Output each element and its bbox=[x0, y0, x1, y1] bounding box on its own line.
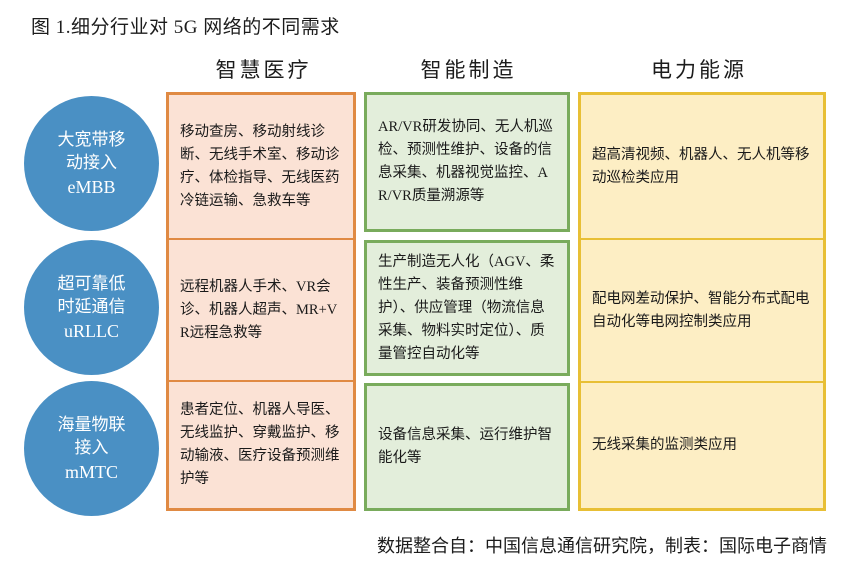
category-circle-embb-line1: 大宽带移 bbox=[57, 130, 126, 149]
cell-power-embb-text: 超高清视频、机器人、无人机等移动巡检类应用 bbox=[592, 146, 810, 186]
category-circle-mmtc-line1: 海量物联 bbox=[57, 415, 126, 434]
category-circle-mmtc: 海量物联 接入 mMTC bbox=[24, 381, 159, 516]
category-circle-embb: 大宽带移 动接入 eMBB bbox=[24, 96, 159, 231]
cell-healthcare-embb: 移动查房、移动射线诊断、无线手术室、移动诊疗、体检指导、无线医药冷链运输、急救车… bbox=[166, 92, 356, 240]
category-circle-urllc-code: uRLLC bbox=[63, 321, 119, 341]
cell-healthcare-embb-text: 移动查房、移动射线诊断、无线手术室、移动诊疗、体检指导、无线医药冷链运输、急救车… bbox=[180, 123, 340, 209]
column-header-power-energy: 电力能源 bbox=[651, 58, 747, 82]
page-title: 图 1.细分行业对 5G 网络的不同需求 bbox=[31, 17, 340, 38]
cell-power-mmtc-text: 无线采集的监测类应用 bbox=[592, 437, 737, 453]
column-header-row: 智慧医疗 智能制造 电力能源 bbox=[166, 54, 826, 90]
category-circle-embb-code: eMBB bbox=[67, 177, 116, 197]
cell-healthcare-mmtc-text: 患者定位、机器人导医、无线监护、穿戴监护、移动输液、医疗设备预测维护等 bbox=[180, 402, 340, 487]
category-circle-mmtc-code: mMTC bbox=[64, 462, 118, 482]
category-circle-urllc-line1: 超可靠低 bbox=[57, 274, 126, 293]
cell-manufacturing-mmtc: 设备信息采集、运行维护智能化等 bbox=[364, 383, 570, 511]
cell-power-urllc-text: 配电网差动保护、智能分布式配电自动化等电网控制类应用 bbox=[592, 290, 810, 330]
cell-manufacturing-urllc: 生产制造无人化（AGV、柔性生产、装备预测性维护）、供应管理（物流信息采集、物料… bbox=[364, 240, 570, 376]
cell-healthcare-mmtc: 患者定位、机器人导医、无线监护、穿戴监护、移动输液、医疗设备预测维护等 bbox=[166, 382, 356, 511]
column-power-energy: 超高清视频、机器人、无人机等移动巡检类应用 配电网差动保护、智能分布式配电自动化… bbox=[578, 92, 826, 511]
cell-healthcare-urllc-text: 远程机器人手术、VR会诊、机器人超声、MR+VR远程急救等 bbox=[180, 278, 338, 341]
cell-manufacturing-embb: AR/VR研发协同、无人机巡检、预测性维护、设备的信息采集、机器视觉监控、AR/… bbox=[364, 92, 570, 232]
cell-power-urllc: 配电网差动保护、智能分布式配电自动化等电网控制类应用 bbox=[578, 240, 826, 383]
category-circle-mmtc-line2: 接入 bbox=[74, 438, 109, 457]
column-smart-manufacturing: AR/VR研发协同、无人机巡检、预测性维护、设备的信息采集、机器视觉监控、AR/… bbox=[364, 92, 570, 511]
cell-manufacturing-urllc-text: 生产制造无人化（AGV、柔性生产、装备预测性维护）、供应管理（物流信息采集、物料… bbox=[378, 253, 555, 362]
requirements-matrix: 大宽带移 动接入 eMBB 超可靠低 时延通信 uRLLC 海量物联 接入 mM… bbox=[0, 92, 863, 516]
cell-healthcare-urllc: 远程机器人手术、VR会诊、机器人超声、MR+VR远程急救等 bbox=[166, 240, 356, 382]
category-circle-column: 大宽带移 动接入 eMBB 超可靠低 时延通信 uRLLC 海量物联 接入 mM… bbox=[18, 94, 168, 516]
cell-power-embb: 超高清视频、机器人、无人机等移动巡检类应用 bbox=[578, 92, 826, 240]
column-smart-healthcare: 移动查房、移动射线诊断、无线手术室、移动诊疗、体检指导、无线医药冷链运输、急救车… bbox=[166, 92, 356, 511]
category-circle-urllc-line2: 时延通信 bbox=[57, 297, 126, 316]
cell-manufacturing-embb-text: AR/VR研发协同、无人机巡检、预测性维护、设备的信息采集、机器视觉监控、AR/… bbox=[378, 119, 553, 204]
cell-power-mmtc: 无线采集的监测类应用 bbox=[578, 383, 826, 511]
cell-manufacturing-mmtc-text: 设备信息采集、运行维护智能化等 bbox=[378, 427, 552, 466]
column-header-smart-healthcare: 智慧医疗 bbox=[215, 58, 312, 82]
category-circle-embb-line2: 动接入 bbox=[66, 153, 117, 172]
source-note: 数据整合自：中国信息通信研究院，制表：国际电子商情 bbox=[377, 536, 827, 556]
column-header-smart-manufacturing: 智能制造 bbox=[420, 58, 517, 82]
category-circle-urllc: 超可靠低 时延通信 uRLLC bbox=[24, 240, 159, 375]
